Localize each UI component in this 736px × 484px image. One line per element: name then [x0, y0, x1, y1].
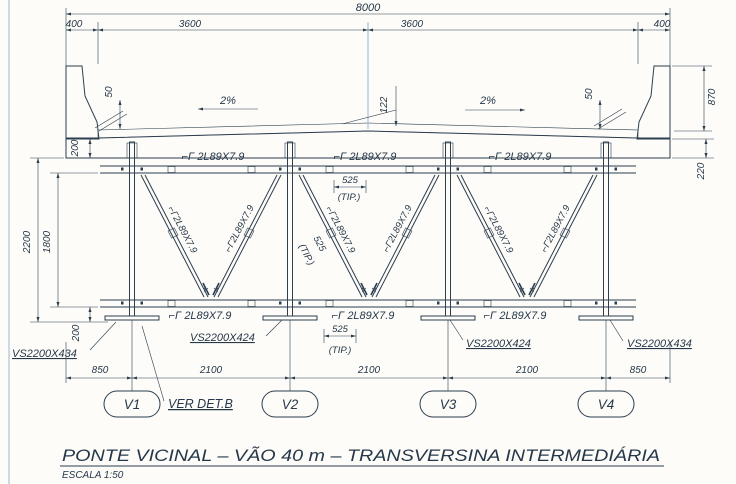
- top-dimensions: 8000 400 3600 3600 400: [66, 2, 671, 131]
- typ-dim-top-suffix: (TIP.): [338, 192, 361, 203]
- right-dimensions: 870 220: [672, 65, 718, 180]
- typ-dim-top: 525: [342, 175, 359, 186]
- girder-section-v4: VS2200X434: [627, 338, 692, 350]
- truss-diagonals: [140, 174, 598, 298]
- typ-dim-diag: 525: [311, 234, 328, 254]
- bottom-chord-label-3: ⌐Γ 2L89X7.9: [484, 310, 547, 322]
- concrete-slab: [65, 130, 671, 159]
- detail-note: VER DET.B: [168, 397, 233, 411]
- dim-deck-edge: 220: [696, 162, 707, 180]
- title-block: PONTE VICINAL – VÃO 40 m – TRANSVERSINA …: [60, 446, 664, 481]
- left-dimensions: 2200 1800 200 200: [22, 139, 108, 342]
- deck-annotations: 2% 2% 122 50 50: [94, 86, 627, 132]
- slope-left-label: 2%: [219, 95, 236, 107]
- member-labels: ⌐Γ 2L89X7.9 ⌐Γ 2L89X7.9 ⌐Γ 2L89X7.9 ⌐Γ 2…: [165, 151, 573, 322]
- girder-tags: V1 V2 V3 V4: [103, 390, 635, 418]
- dim-bottom-offset: 200: [71, 324, 82, 342]
- dim-crown: 122: [379, 96, 390, 113]
- bottom-chord-label-2: ⌐Γ 2L89X7.9: [332, 310, 395, 322]
- bottom-dimensions: 850 2100 2100 2100 850: [65, 342, 671, 383]
- dim-halfdeck-right: 3600: [401, 19, 424, 30]
- girder-tag-v2: V2: [282, 397, 299, 412]
- girder-section-v1: VS2200X434: [12, 348, 77, 360]
- dim-overhang-right: 400: [654, 19, 671, 30]
- typ-dim-diag-suffix: (TIP.): [296, 242, 316, 267]
- girder-section-v3: VS2200X424: [466, 338, 531, 350]
- typical-dimensions: 525 (TIP.) 525 (TIP.) 525 (TIP.): [296, 175, 367, 356]
- dim-bottom-2: 2100: [199, 365, 223, 376]
- typ-dim-bottom: 525: [332, 324, 349, 335]
- slope-right-label: 2%: [479, 95, 496, 107]
- girder-v4: [578, 141, 634, 391]
- girder-tag-v3: V3: [440, 397, 457, 412]
- top-chord-label-2: ⌐Γ 2L89X7.9: [334, 151, 397, 163]
- dim-slab-thickness: 200: [70, 139, 81, 157]
- dim-bottom-1: 850: [92, 365, 109, 376]
- girder-v3: [420, 141, 476, 391]
- dim-overall: 8000: [356, 2, 381, 14]
- dim-bottom-3: 2100: [357, 365, 381, 376]
- top-chord-label-3: ⌐Γ 2L89X7.9: [489, 151, 552, 163]
- dim-girder-depth: 2200: [22, 230, 33, 254]
- top-chord-label-1: ⌐Γ 2L89X7.9: [182, 151, 245, 163]
- right-barrier: [636, 65, 671, 140]
- bottom-chord-label-1: ⌐Γ 2L89X7.9: [169, 310, 232, 322]
- dim-overhang-left: 400: [66, 19, 83, 30]
- dim-barrier-height: 870: [707, 88, 718, 105]
- girder-v1: [104, 141, 160, 391]
- drawing-title: PONTE VICINAL – VÃO 40 m – TRANSVERSINA …: [62, 446, 660, 465]
- dim-curb-right: 50: [584, 88, 595, 100]
- girder-callouts: VS2200X434 VS2200X424 VS2200X424 VS2200X…: [12, 319, 692, 411]
- girder-tag-v1: V1: [124, 397, 141, 412]
- girder-tag-v4: V4: [598, 397, 615, 412]
- dim-bottom-5: 850: [630, 365, 647, 376]
- dim-bottom-4: 2100: [515, 365, 539, 376]
- dim-halfdeck-left: 3600: [179, 19, 202, 30]
- left-barrier: [65, 65, 100, 140]
- girder-v2: [262, 141, 318, 391]
- girders: [104, 141, 634, 391]
- girder-section-v2: VS2200X424: [190, 332, 255, 344]
- apex-gusset: [202, 282, 536, 296]
- dim-curb-left: 50: [104, 86, 115, 98]
- truss-chords: [100, 165, 636, 308]
- typ-dim-bottom-suffix: (TIP.): [329, 345, 352, 356]
- dim-truss-depth: 1800: [42, 230, 53, 253]
- drawing-scale: ESCALA 1:50: [62, 470, 124, 481]
